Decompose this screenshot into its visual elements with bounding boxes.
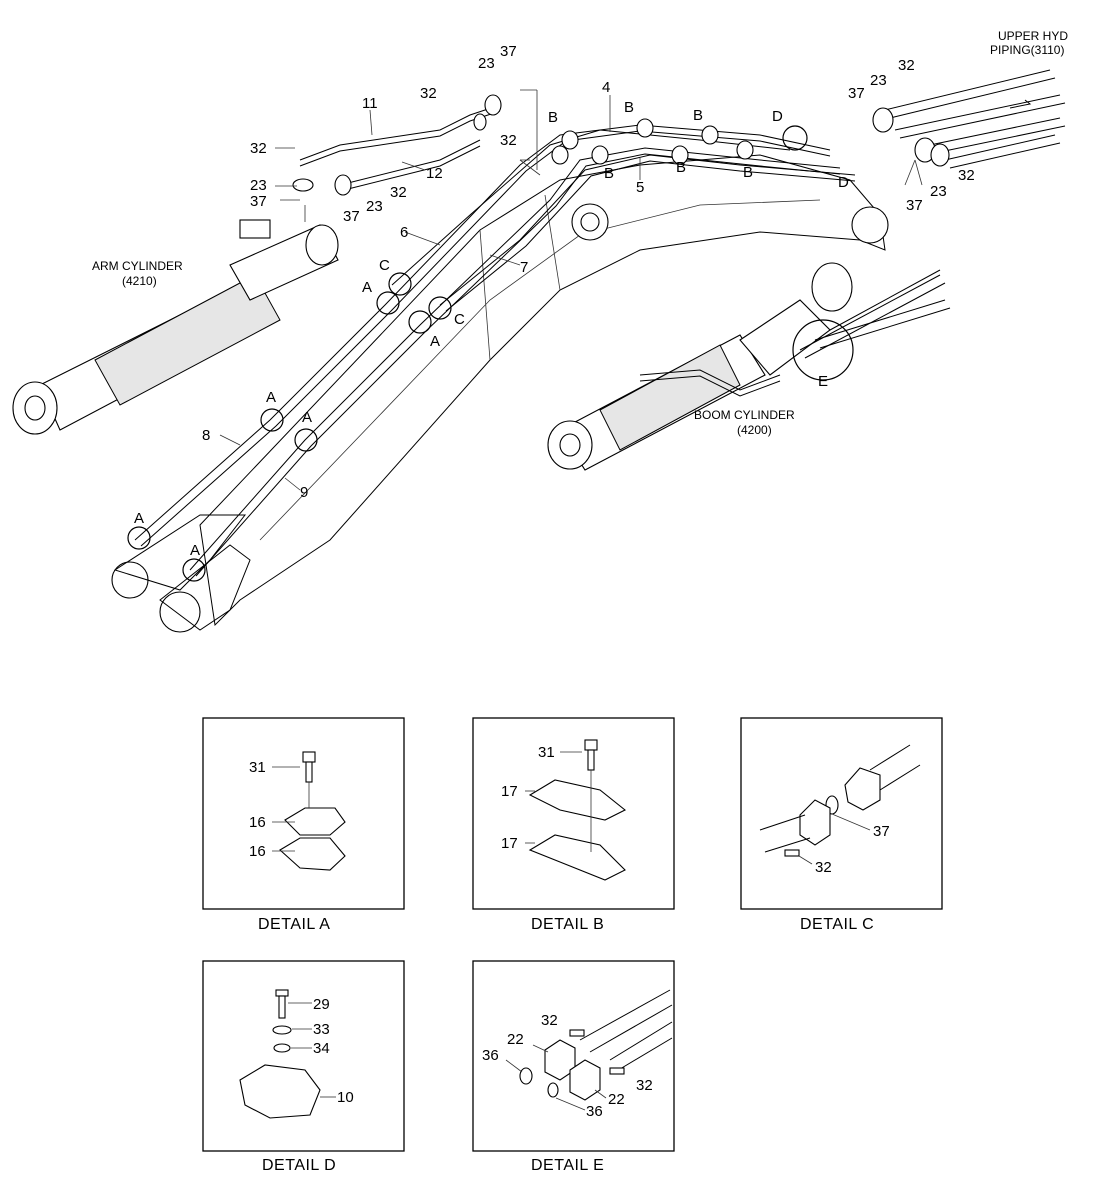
upper-hyd-lines: [872, 69, 1066, 169]
label-37-d: 37: [848, 85, 865, 102]
detail-a-callout-31: 31: [249, 759, 266, 776]
label-32-c: 32: [500, 132, 517, 149]
detail-a-callout-16a: 16: [249, 814, 266, 831]
detail-e-panel: 32 22 36 22 36 32 DETAIL E: [472, 960, 675, 1174]
detail-c-caption: DETAIL C: [800, 916, 874, 933]
arm-cylinder-code: (4210): [122, 274, 157, 288]
upper-hyd-title: UPPER HYD: [998, 29, 1068, 43]
label-23-a: 23: [250, 177, 267, 194]
detail-e-callout-36a: 36: [482, 1047, 499, 1064]
detail-a-circle-3: [260, 408, 284, 432]
detail-e-callout-36b: 36: [586, 1103, 603, 1120]
label-12: 12: [426, 165, 443, 182]
label-23-c: 23: [366, 198, 383, 215]
label-32-f: 32: [958, 167, 975, 184]
detail-circles: [127, 272, 452, 582]
main-labels: ARM CYLINDER (4210) BOOM CYLINDER (4200)…: [92, 29, 1068, 559]
detail-d-callout-33: 33: [313, 1021, 330, 1038]
label-6: 6: [400, 224, 408, 241]
marker-b-6: B: [743, 164, 753, 181]
detail-e-callout-32a: 32: [541, 1012, 558, 1029]
label-32-e: 32: [898, 57, 915, 74]
boom-cylinder-code: (4200): [737, 423, 772, 437]
marker-a-6: A: [190, 542, 200, 559]
label-8: 8: [202, 427, 210, 444]
label-23-e: 23: [930, 183, 947, 200]
marker-b-1: B: [548, 109, 558, 126]
marker-b-3: B: [693, 107, 703, 124]
b-clamps: [551, 118, 808, 165]
detail-d-caption: DETAIL D: [262, 1157, 336, 1174]
detail-d-panel: 29 33 34 10 DETAIL D: [202, 960, 405, 1174]
detail-c-circle-1: [388, 272, 412, 296]
detail-c-panel: 37 32 DETAIL C: [740, 717, 943, 933]
marker-a-1: A: [362, 279, 372, 296]
upper-hyd-code: PIPING(3110): [990, 43, 1064, 57]
detail-a-circle-6: [182, 558, 206, 582]
arm-cylinder-title: ARM CYLINDER: [92, 259, 183, 273]
arm-cylinder: [12, 219, 339, 435]
detail-e-circle: [792, 319, 854, 381]
detail-a-circle-2: [408, 310, 432, 334]
detail-d-callout-34: 34: [313, 1040, 330, 1057]
detail-b-callout-17a: 17: [501, 783, 518, 800]
leader-lines: [219, 89, 923, 491]
detail-b-callout-17b: 17: [501, 835, 518, 852]
detail-a-callout-16b: 16: [249, 843, 266, 860]
detail-a-circle-4: [294, 428, 318, 452]
detail-d-callout-10: 10: [337, 1089, 354, 1106]
label-7: 7: [520, 259, 528, 276]
label-37-e: 37: [906, 197, 923, 214]
label-32-d: 32: [390, 184, 407, 201]
label-11: 11: [362, 95, 378, 112]
label-9: 9: [300, 484, 308, 501]
marker-c-1: C: [379, 257, 390, 274]
marker-a-5: A: [134, 510, 144, 527]
marker-b-2: B: [624, 99, 634, 116]
label-37-b: 37: [500, 43, 517, 60]
detail-d-callout-29: 29: [313, 996, 330, 1013]
label-23-d: 23: [870, 72, 887, 89]
label-4: 4: [602, 79, 610, 96]
label-5: 5: [636, 179, 644, 196]
detail-c-callout-37: 37: [873, 823, 890, 840]
detail-e-caption: DETAIL E: [531, 1157, 604, 1174]
marker-d-1: D: [772, 108, 783, 125]
detail-c-callout-32: 32: [815, 859, 832, 876]
detail-e-callout-22a: 22: [507, 1031, 524, 1048]
boom-cylinder: [547, 262, 951, 471]
detail-b-panel: 31 17 17 DETAIL B: [472, 717, 675, 933]
detail-b-callout-31: 31: [538, 744, 555, 761]
boom-structure: [111, 154, 889, 633]
label-32-a: 32: [250, 140, 267, 157]
detail-e-callout-22b: 22: [608, 1091, 625, 1108]
detail-a-caption: DETAIL A: [258, 916, 330, 933]
label-37-a: 37: [250, 193, 267, 210]
label-37-c: 37: [343, 208, 360, 225]
marker-a-4: A: [302, 409, 312, 426]
marker-d-2: D: [838, 174, 849, 191]
detail-b-caption: DETAIL B: [531, 916, 604, 933]
detail-a-circle-5: [127, 526, 151, 550]
detail-a-panel: 31 16 16 DETAIL A: [202, 717, 405, 933]
detail-a-circle-1: [376, 291, 400, 315]
boom-cylinder-title: BOOM CYLINDER: [694, 408, 795, 422]
label-32-b: 32: [420, 85, 437, 102]
marker-a-2: A: [430, 333, 440, 350]
marker-b-4: B: [604, 165, 614, 182]
arm-cyl-lines: [292, 94, 502, 196]
label-23-b: 23: [478, 55, 495, 72]
detail-c-circle-2: [428, 296, 452, 320]
marker-c-2: C: [454, 311, 465, 328]
detail-e-callout-32b: 32: [636, 1077, 653, 1094]
marker-b-5: B: [676, 159, 686, 176]
marker-a-3: A: [266, 389, 276, 406]
marker-e: E: [818, 373, 828, 390]
